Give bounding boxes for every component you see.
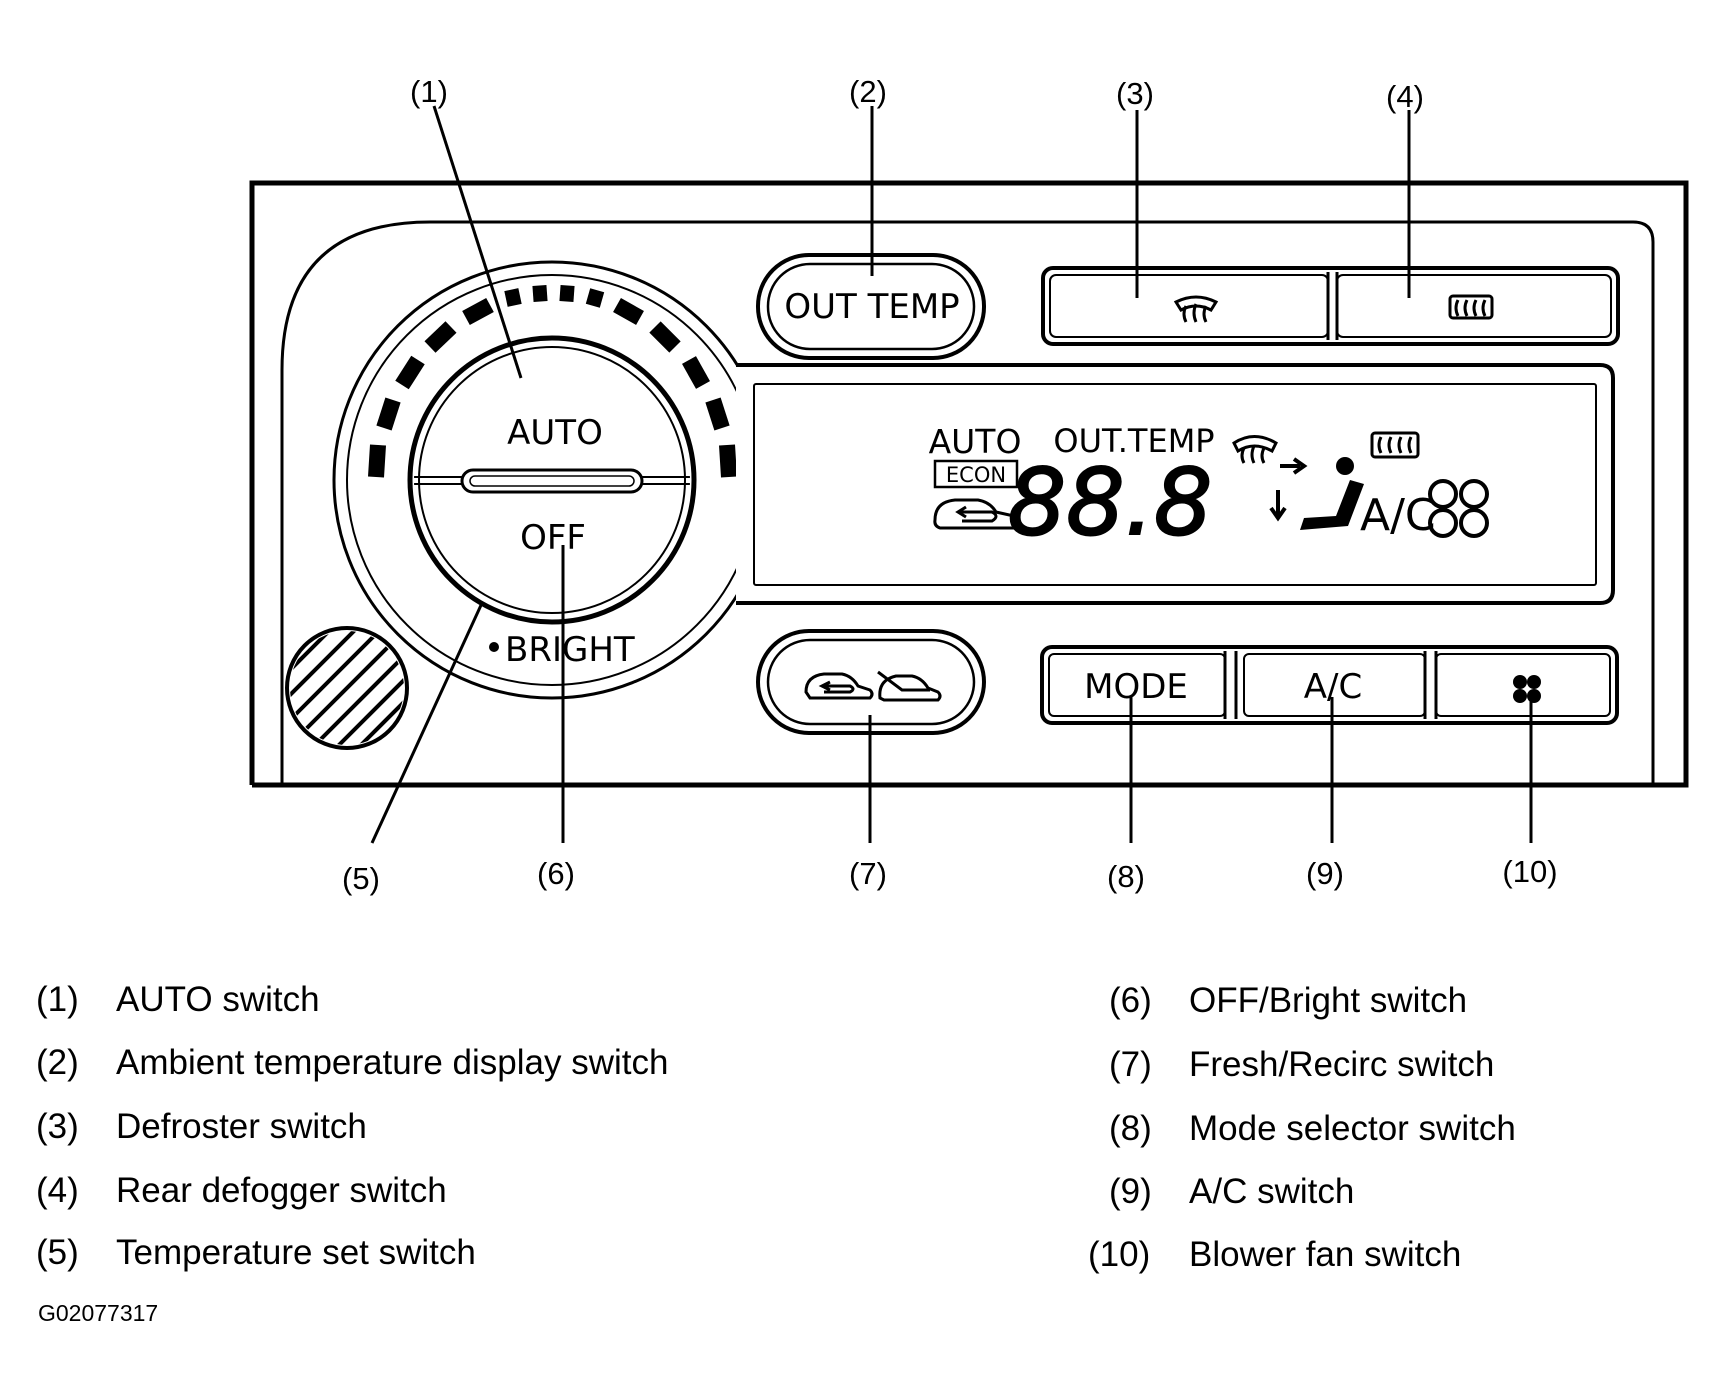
callout-8: (8) [1107, 859, 1145, 894]
leader-lines [370, 105, 1533, 844]
callout-9: (9) [1306, 856, 1344, 891]
out-temp-button-label: OUT TEMP [784, 287, 959, 327]
lcd-econ-indicator: ECON [946, 463, 1006, 487]
lcd-defrost-icon [1232, 435, 1278, 464]
temperature-scale-segments [368, 285, 737, 478]
callout-3: (3) [1116, 76, 1154, 111]
out-temp-button[interactable]: OUT TEMP [756, 253, 986, 360]
lcd-rear-defog-icon [1370, 431, 1420, 459]
fresh-recirc-button[interactable] [756, 629, 986, 735]
lcd-auto-indicator: AUTO [929, 422, 1022, 461]
temperature-dial[interactable]: AUTO OFF BRIGHT [332, 260, 772, 700]
legend-item-7: (7)Fresh/Recirc switch [1109, 1045, 1495, 1084]
callout-6: (6) [537, 856, 575, 891]
rear-defogger-button[interactable] [1337, 275, 1611, 337]
lcd-occupant-seat-icon [1300, 480, 1364, 530]
callout-1: (1) [410, 74, 448, 109]
bright-label: BRIGHT [505, 630, 635, 670]
top-right-button-group [1041, 266, 1620, 346]
fan-icon [1513, 675, 1541, 703]
legend-item-8: (8)Mode selector switch [1109, 1109, 1516, 1148]
lcd-airflow-arrow [1280, 457, 1308, 475]
callout-4: (4) [1386, 79, 1424, 114]
callout-10: (10) [1502, 854, 1557, 889]
lcd-recirc-icon [933, 498, 1020, 530]
auto-switch-label[interactable]: AUTO [507, 413, 603, 453]
lcd-display: AUTO ECON OUT.TEMP 88.8 A/C [736, 363, 1615, 605]
defroster-button[interactable] [1050, 275, 1328, 337]
bright-indicator-dot [489, 642, 499, 652]
ac-button[interactable]: A/C [1244, 654, 1425, 716]
legend-item-10: (10)Blower fan switch [1088, 1235, 1462, 1274]
callout-2: (2) [849, 74, 887, 109]
legend-item-1: (1)AUTO switch [36, 980, 320, 1019]
lcd-temperature-digits: 88.8 [1008, 449, 1213, 556]
bottom-right-button-group [1040, 645, 1619, 725]
lcd-out-temp-indicator: OUT.TEMP [1053, 422, 1214, 460]
mode-button-label: MODE [1084, 667, 1188, 707]
lcd-econ-box [933, 459, 1019, 489]
panel-housing [249, 180, 1689, 788]
rear-defogger-icon [1448, 294, 1494, 320]
callout-5: (5) [342, 861, 380, 896]
callout-7: (7) [849, 856, 887, 891]
lcd-ac-indicator: A/C [1360, 490, 1436, 541]
legend-item-5: (5)Temperature set switch [36, 1233, 476, 1272]
legend-item-6: (6)OFF/Bright switch [1109, 981, 1468, 1020]
fresh-recirc-icon [804, 670, 942, 702]
legend-item-4: (4)Rear defogger switch [36, 1171, 447, 1210]
lcd-fan-icon [1428, 479, 1489, 538]
front-defroster-icon [1173, 295, 1219, 323]
legend-item-9: (9)A/C switch [1109, 1172, 1355, 1211]
off-switch-label[interactable]: OFF [520, 518, 586, 558]
lcd-floor-arrow [1269, 490, 1287, 522]
vent-grille-icon [285, 626, 409, 750]
callout-numbers: (1) (2) (3) (4) (5) (6) (7) (8) (9) (10) [342, 74, 1558, 896]
legend-item-2: (2)Ambient temperature display switch [36, 1043, 669, 1082]
lcd-occupant-head [1336, 457, 1354, 475]
mode-button[interactable]: MODE [1049, 654, 1225, 716]
figure-id: G02077317 [38, 1300, 159, 1326]
legend-item-3: (3)Defroster switch [36, 1107, 367, 1146]
blower-fan-button[interactable] [1436, 654, 1610, 716]
